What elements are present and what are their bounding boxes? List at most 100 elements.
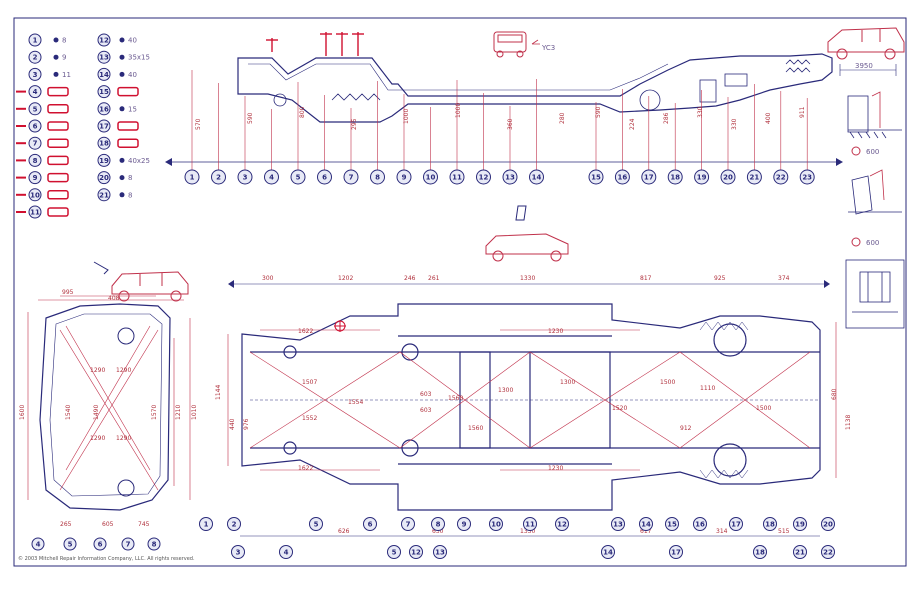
point-number: 12 — [411, 549, 421, 557]
plan-top-dim: 300 — [262, 275, 274, 282]
point-number: 18 — [765, 521, 775, 529]
side-point: 9 — [396, 169, 412, 185]
legend-size: 40 — [128, 71, 137, 79]
front-point: 5 — [63, 537, 77, 551]
plan-diagonal-dim: 1300 — [498, 387, 513, 394]
point-number: 1 — [204, 521, 209, 529]
side-point: 19 — [694, 169, 710, 185]
gauge-value-2: 600 — [851, 237, 879, 247]
plan-point-top: 7 — [401, 517, 415, 531]
car-icon-side-top — [827, 27, 905, 60]
side-height: 400 — [765, 112, 772, 124]
point-number: 15 — [667, 521, 677, 529]
plan-bottom-dim: 617 — [640, 528, 652, 535]
plan-top-dim: 246 — [404, 275, 416, 282]
legend-size: 35x15 — [128, 54, 150, 62]
plan-side-dim: 976 — [243, 418, 250, 430]
plan-point-top: 10 — [489, 517, 503, 531]
plan-top-dim: 1202 — [338, 275, 353, 282]
plan-point-top: 5 — [309, 517, 323, 531]
side-point: 16 — [614, 169, 630, 185]
legend-item-left: 9 — [16, 171, 69, 185]
plan-point-top: 2 — [227, 517, 241, 531]
plan-bottom-dim: 630 — [432, 528, 444, 535]
side-height: 570 — [195, 118, 202, 130]
plan-point-top: 1 — [199, 517, 213, 531]
point-number: 8 — [152, 541, 157, 549]
legend-item-left: 5 — [16, 102, 69, 116]
point-number: 1 — [190, 174, 195, 182]
point-number: 12 — [479, 174, 489, 182]
side-height: 590 — [595, 106, 602, 118]
plan-point-top: 8 — [431, 517, 445, 531]
side-height: 1000 — [455, 103, 462, 118]
plan-diagonal-dim: 1560 — [448, 395, 463, 402]
point-number: 4 — [284, 549, 289, 557]
point-number: 14 — [641, 521, 651, 529]
point-number: 12 — [557, 521, 567, 529]
side-point: 23 — [799, 169, 815, 185]
side-point: 14 — [529, 169, 544, 185]
point-number: 17 — [644, 174, 654, 182]
point-number: 8 — [436, 521, 441, 529]
legend-item-right: 18 — [97, 136, 139, 150]
plan-top-dim: 374 — [778, 275, 790, 282]
plan-diagonal-dim: 1500 — [660, 379, 675, 386]
point-number: 17 — [731, 521, 741, 529]
point-number: 15 — [591, 174, 601, 182]
side-height: 224 — [629, 118, 636, 130]
legend-size: 40 — [128, 37, 137, 45]
front-diagonal: 1290 — [116, 435, 131, 442]
point-number: 17 — [671, 549, 681, 557]
side-height: 590 — [247, 112, 254, 124]
point-number: 10 — [426, 174, 436, 182]
gauge-illustration-lower — [848, 169, 902, 215]
point-number: 22 — [776, 174, 786, 182]
point-number: 11 — [525, 521, 535, 529]
side-point: 6 — [317, 169, 332, 185]
legend-item-left: 6 — [16, 119, 69, 133]
plan-diagonal-dim: 1300 — [560, 379, 575, 386]
side-point: 7 — [343, 169, 359, 185]
point-number: 19 — [795, 521, 805, 529]
side-height: 330 — [697, 106, 704, 118]
legend-index: 18 — [99, 140, 109, 148]
legend-index: 11 — [30, 209, 40, 217]
plan-point-top: 19 — [793, 517, 807, 531]
legend-index: 19 — [99, 157, 109, 165]
front-height: 1540 — [65, 405, 72, 420]
side-height: 330 — [731, 118, 738, 130]
front-height: 1210 — [175, 405, 182, 420]
side-point: 3 — [237, 169, 253, 185]
point-number: 13 — [613, 521, 623, 529]
side-point: 8 — [370, 169, 385, 185]
point-number: 21 — [795, 549, 805, 557]
plan-diagonal-dim: 1520 — [612, 405, 627, 412]
plan-bottom-dim: 626 — [338, 528, 350, 535]
side-height: 280 — [559, 112, 566, 124]
point-number: 6 — [322, 174, 327, 182]
front-diagonal: 1290 — [90, 367, 105, 374]
plan-inner-dim: 603 — [420, 407, 432, 414]
plan-point-top: 9 — [457, 517, 471, 531]
plan-diagonal-dim: 1554 — [348, 399, 363, 406]
point-number: 2 — [232, 521, 237, 529]
plan-diagonal-dim: 1560 — [468, 425, 483, 432]
side-point: 13 — [502, 169, 518, 185]
side-point: 17 — [641, 169, 657, 185]
side-height: 1000 — [403, 109, 410, 124]
legend-item-left: 8 — [16, 153, 69, 167]
point-number: 8 — [375, 174, 380, 182]
plan-inner-dim: 603 — [420, 391, 432, 398]
front-diagonal: 1290 — [116, 367, 131, 374]
point-number: 13 — [505, 174, 515, 182]
plan-point-top: 6 — [363, 517, 377, 531]
legend-item-left: 10 — [16, 188, 69, 202]
plan-point-top: 16 — [693, 517, 707, 531]
front-top-width: 995 — [62, 289, 74, 296]
